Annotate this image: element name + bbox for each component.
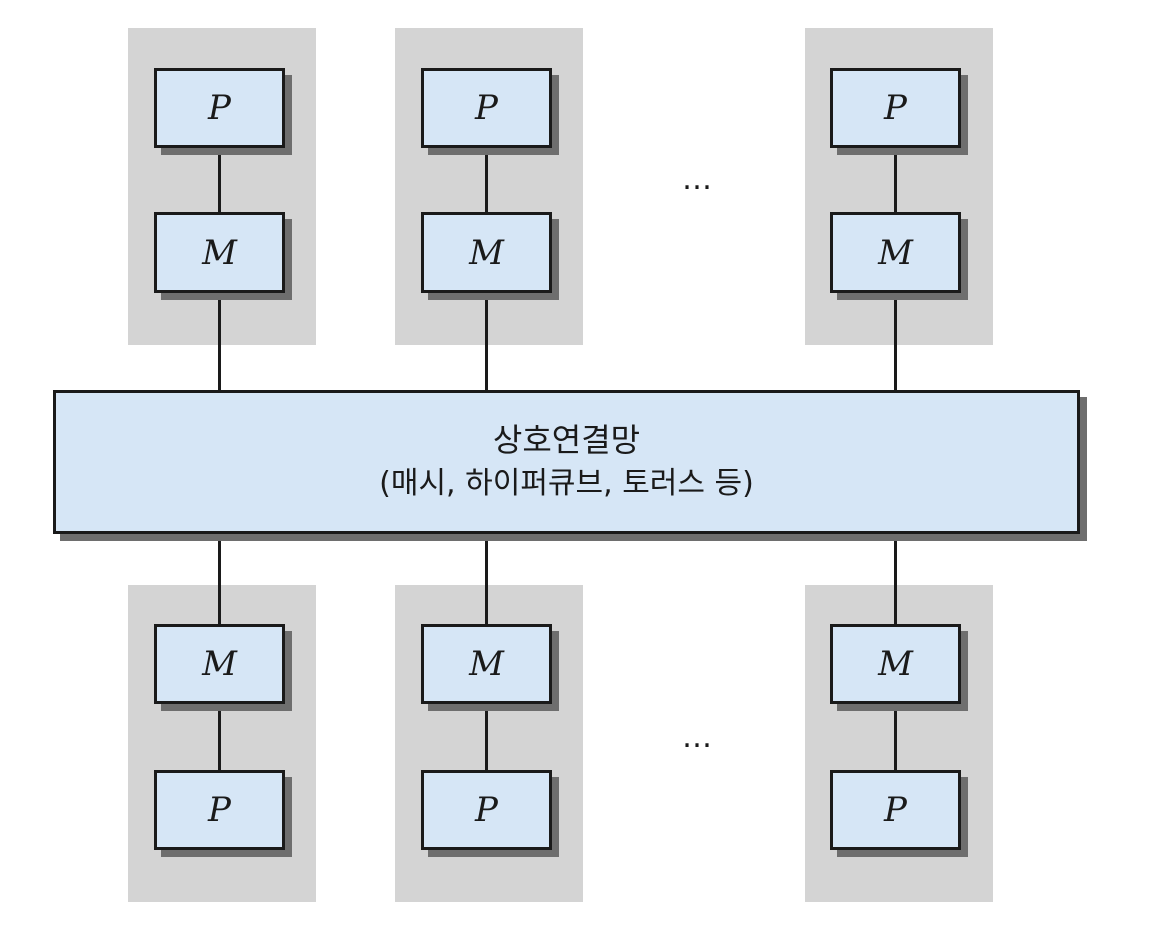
memory-processor-link bbox=[218, 702, 221, 772]
memory-box: M bbox=[421, 624, 552, 704]
processor-memory-link bbox=[485, 146, 488, 212]
memory-network-link bbox=[894, 291, 897, 392]
memory-processor-link bbox=[894, 702, 897, 772]
processor-box: P bbox=[154, 770, 285, 850]
processor-box: P bbox=[830, 770, 961, 850]
network-memory-link bbox=[218, 532, 221, 626]
memory-network-link bbox=[485, 291, 488, 392]
processor-box: P bbox=[421, 68, 552, 148]
memory-box: M bbox=[154, 624, 285, 704]
interconnection-network: 상호연결망 (매시, 하이퍼큐브, 토러스 등) bbox=[53, 390, 1080, 534]
network-memory-link bbox=[485, 532, 488, 626]
processor-box: P bbox=[830, 68, 961, 148]
processor-memory-link bbox=[894, 146, 897, 212]
memory-network-link bbox=[218, 291, 221, 392]
more-nodes-ellipsis: … bbox=[682, 720, 714, 755]
processor-box: P bbox=[154, 68, 285, 148]
memory-box: M bbox=[421, 212, 552, 293]
memory-box: M bbox=[830, 212, 961, 293]
processor-memory-link bbox=[218, 146, 221, 212]
memory-processor-link bbox=[485, 702, 488, 772]
network-title: 상호연결망 bbox=[492, 421, 641, 459]
network-memory-link bbox=[894, 532, 897, 626]
memory-box: M bbox=[154, 212, 285, 293]
more-nodes-ellipsis: … bbox=[682, 162, 714, 197]
processor-box: P bbox=[421, 770, 552, 850]
memory-box: M bbox=[830, 624, 961, 704]
network-subtitle: (매시, 하이퍼큐브, 토러스 등) bbox=[379, 466, 754, 501]
